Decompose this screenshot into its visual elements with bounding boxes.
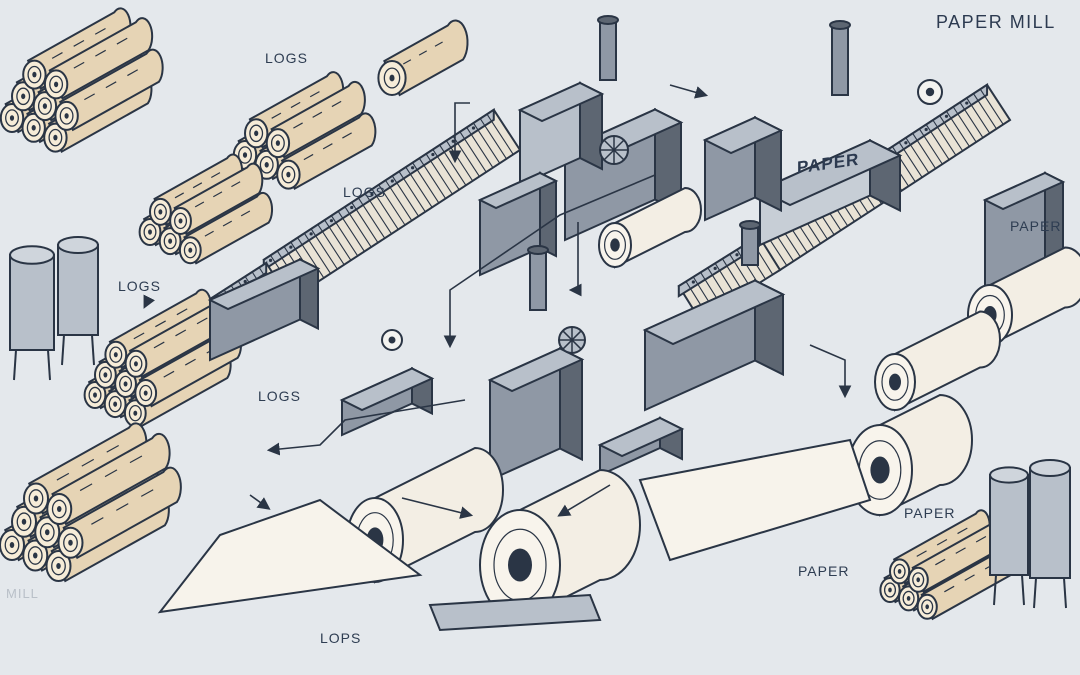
flow-arrow [401,497,474,519]
paper-roll-icon [874,310,1001,412]
flow-arrow [669,84,709,99]
chimney [527,245,549,311]
log-icon [178,191,274,265]
machine-housing [517,81,605,187]
log-icon [43,17,154,100]
chimney [739,220,761,266]
flow-arrow [443,174,656,349]
flow-arrow [143,294,156,309]
label-lops: LOPS [320,630,362,646]
machine-housing [702,115,784,222]
machine-housing [339,366,435,437]
paper-roll-icon [598,186,702,269]
log-icon [169,162,264,236]
machine-housing [477,171,559,277]
flow-arrow [266,399,466,456]
label-logs-mid: LOGS [343,184,386,200]
label-logs-center: LOGS [258,388,301,404]
chimney [829,20,851,96]
roll-cradle [428,593,602,632]
paper-roll-icon [847,393,973,517]
log-icon [265,80,366,159]
flow-arrow [249,494,271,510]
machine-housing [757,138,903,247]
machine-housing [597,416,685,477]
flow-arrow [568,222,582,297]
paper-web [638,438,872,562]
wheel-icon [558,326,586,354]
flow-arrow [448,102,470,164]
machine-housing [642,278,786,412]
storage-tank [989,466,1029,606]
paper-sheet [157,498,423,614]
label-paper-bottom: PAPER [798,563,850,579]
label-logs-left: LOGS [118,278,161,294]
log-icon [377,19,469,97]
label-paper-lower: PAPER [904,505,956,521]
log-icon [57,466,182,560]
label-mill-faint: MILL [6,586,39,601]
label-paper-right: PAPER [1010,218,1062,234]
gauge-icon [917,79,943,105]
label-logs-top: LOGS [265,50,308,66]
wheel-icon [599,135,629,165]
log-icon [46,432,171,526]
storage-tank [1029,459,1071,609]
machine-housing [207,257,321,362]
flow-arrow [809,344,852,399]
storage-tank [9,245,55,381]
paper-roll-icon [479,468,641,622]
log-icon [276,112,377,191]
chimney [597,15,619,81]
storage-tank [57,236,99,366]
gauge-icon [381,329,403,351]
machine-housing [487,346,585,482]
flow-arrow [557,484,611,517]
diagram-title: PAPER MILL [936,12,1056,32]
